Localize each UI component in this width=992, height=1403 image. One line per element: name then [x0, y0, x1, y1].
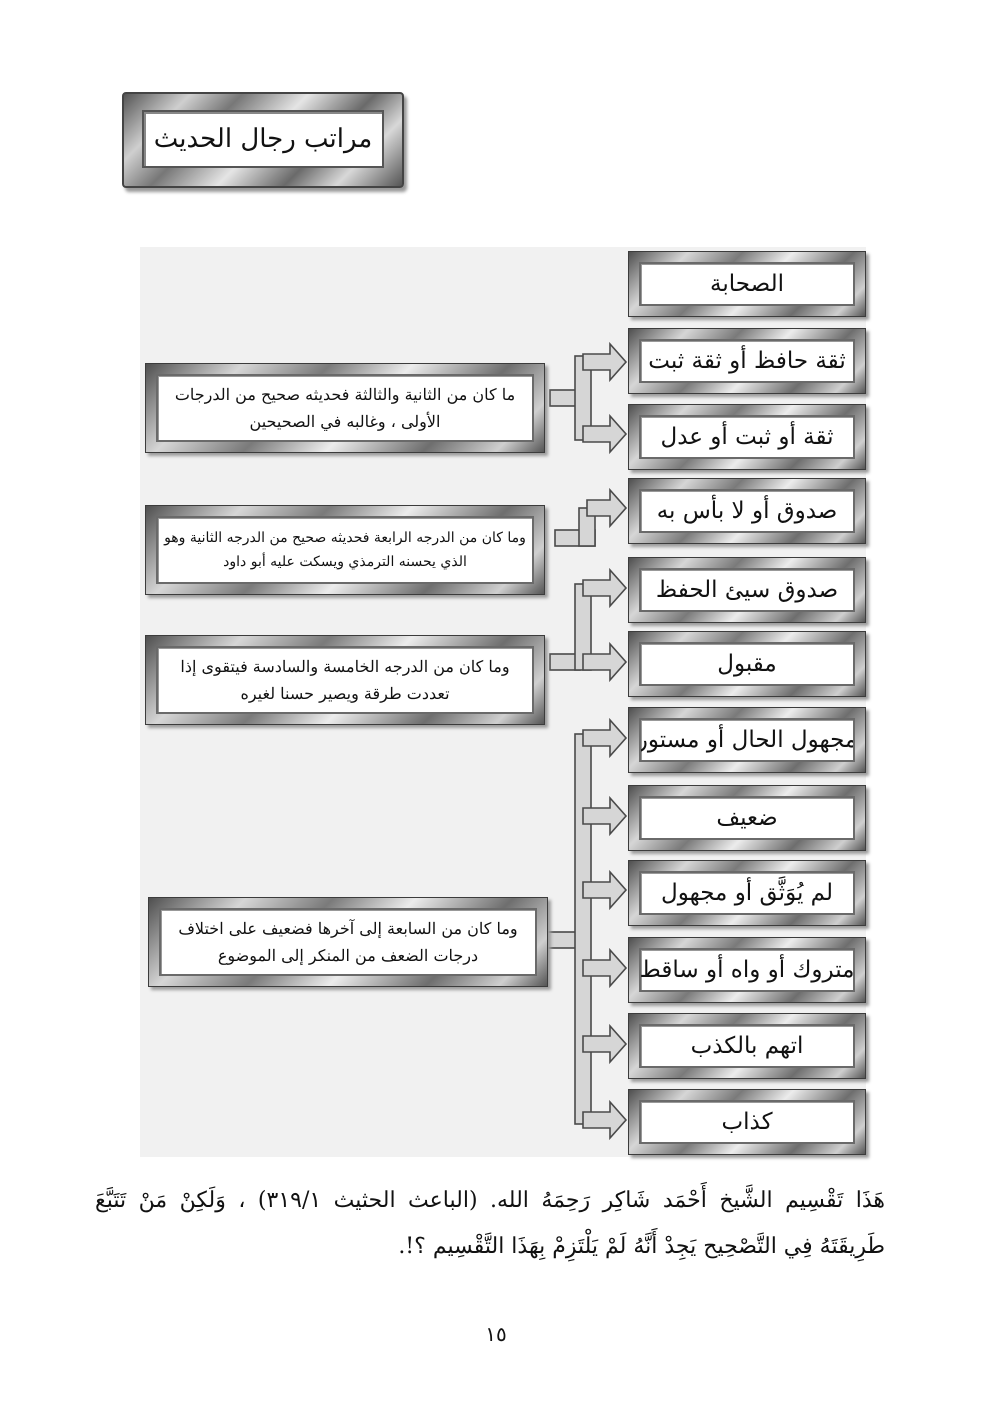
rank-box: صدوق أو لا بأس به: [628, 478, 866, 544]
rank-label: صدوق أو لا بأس به: [639, 489, 855, 533]
rank-label: صدوق سيئ الحفظ: [639, 568, 855, 612]
connector-arrow: [582, 795, 628, 837]
rank-label: اتهم بالكذب: [639, 1024, 855, 1068]
connector-vertical: [574, 733, 592, 1125]
rank-box: مقبول: [628, 631, 866, 697]
rank-label: ثقة حافظ أو ثقة ثبت: [639, 339, 855, 383]
connector-arrow: [582, 341, 628, 383]
group-description-box: ما كان من الثانية والثالثة فحديثه صحيح م…: [145, 363, 545, 453]
group-description-box: وما كان من الدرجه الخامسة والسادسة فيتقو…: [145, 635, 545, 725]
connector-arrow: [582, 567, 628, 609]
rank-label: ثقة أو ثبت أو عدل: [639, 415, 855, 459]
page-title: مراتب رجال الحديث: [142, 110, 384, 168]
rank-label: متروك أو واه أو ساقط: [639, 948, 855, 992]
rank-box: اتهم بالكذب: [628, 1013, 866, 1079]
group-description: وما كان من الدرجه الخامسة والسادسة فيتقو…: [156, 646, 534, 714]
group-description-box: وما كان من الدرجه الرابعة فحديثه صحيح من…: [145, 505, 545, 595]
rank-label: ضعيف: [639, 796, 855, 840]
connector-arrow: [582, 717, 628, 759]
group-description-box: وما كان من السابعة إلى آخرها فضعيف على ا…: [148, 897, 548, 987]
rank-box: ثقة أو ثبت أو عدل: [628, 404, 866, 470]
rank-box: كذاب: [628, 1089, 866, 1155]
rank-label: مجهول الحال أو مستور: [639, 718, 855, 762]
connector-arrow: [586, 487, 628, 529]
connector-arrow: [582, 1023, 628, 1065]
rank-box: لم يُوَثَّق أو مجهول: [628, 860, 866, 926]
group-description: ما كان من الثانية والثالثة فحديثه صحيح م…: [156, 374, 534, 442]
rank-label: الصحابة: [639, 262, 855, 306]
rank-box: متروك أو واه أو ساقط: [628, 937, 866, 1003]
page-number: ١٥: [485, 1322, 507, 1346]
rank-box: مجهول الحال أو مستور: [628, 707, 866, 773]
connector-arrow: [582, 641, 628, 683]
rank-box: ثقة حافظ أو ثقة ثبت: [628, 328, 866, 394]
connector-arrow: [582, 413, 628, 455]
connector-arrow: [582, 869, 628, 911]
rank-box: صدوق سيئ الحفظ: [628, 557, 866, 623]
rank-box: الصحابة: [628, 251, 866, 317]
rank-box: ضعيف: [628, 785, 866, 851]
rank-label: لم يُوَثَّق أو مجهول: [639, 871, 855, 915]
rank-label: مقبول: [639, 642, 855, 686]
rank-label: كذاب: [639, 1100, 855, 1144]
connector-arrow: [582, 947, 628, 989]
group-description: وما كان من السابعة إلى آخرها فضعيف على ا…: [159, 908, 537, 976]
group-description: وما كان من الدرجه الرابعة فحديثه صحيح من…: [156, 516, 534, 584]
connector-arrow: [582, 1099, 628, 1141]
title-banner: مراتب رجال الحديث: [122, 92, 404, 188]
footnote-text: هَذَا تَقْسِيم الشَّيخ أَحْمَد شَاكِر رَ…: [95, 1188, 885, 1259]
